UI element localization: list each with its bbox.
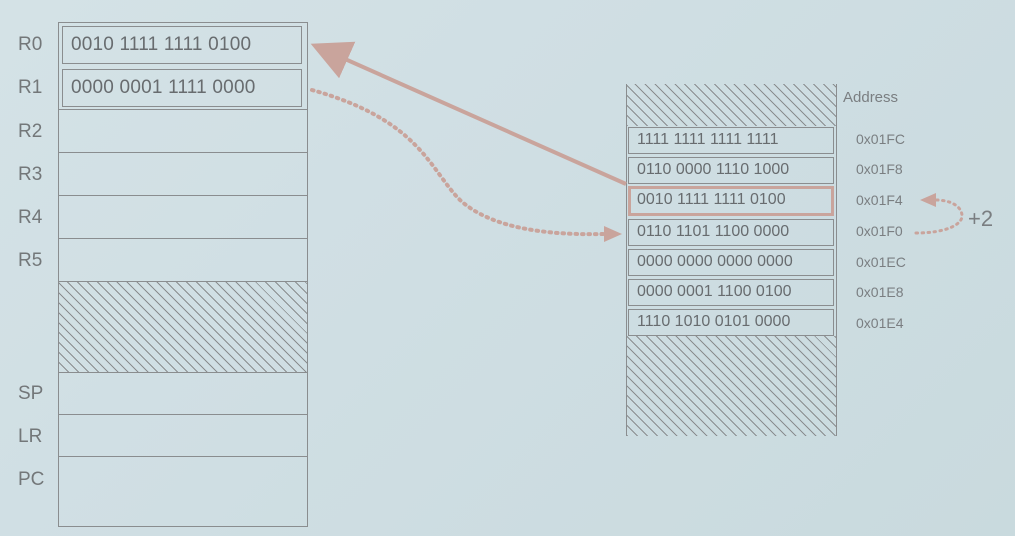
memory-column (626, 126, 837, 336)
register-label-lr: LR (18, 426, 43, 447)
increment-arrow-dotted (914, 198, 964, 235)
register-row-divider (58, 22, 308, 110)
register-label-sp: SP (18, 383, 44, 404)
load-arrow (310, 41, 627, 186)
memory-cell-6: 1110 1010 0101 0000 (628, 309, 834, 336)
memory-cell-4: 0000 0000 0000 0000 (628, 249, 834, 276)
register-reserved-hatch (58, 282, 308, 373)
store-arrow-head (604, 226, 622, 242)
memory-bottom-hatch (626, 336, 837, 436)
address-2: 0x01F4 (856, 192, 903, 208)
register-label-r2: R2 (18, 121, 43, 142)
register-label-r1: R1 (18, 77, 43, 98)
memory-top-hatch (626, 84, 837, 126)
increment-label: +2 (968, 206, 994, 231)
increment-arrow-head (920, 193, 936, 207)
address-header: Address (843, 89, 899, 106)
register-r5-cell (58, 239, 308, 282)
memory-cell-0: 1111 1111 1111 1111 (628, 127, 834, 154)
register-label-r5: R5 (18, 250, 43, 271)
address-0: 0x01FC (856, 131, 906, 147)
memory-cell-highlighted: 0010 1111 1111 0100 (628, 186, 834, 216)
address-4: 0x01EC (856, 254, 906, 270)
memory-cell-5: 0000 0001 1100 0100 (628, 279, 834, 306)
address-6: 0x01E4 (856, 315, 904, 331)
register-sp-cell (58, 373, 308, 415)
memory-cell-3: 0110 1101 1100 0000 (628, 219, 834, 246)
register-r3-cell (58, 153, 308, 196)
store-arrow-dotted (310, 88, 606, 237)
register-r0-value: 0010 1111 1111 0100 (62, 26, 302, 64)
register-label-r3: R3 (18, 164, 43, 185)
address-1: 0x01F8 (856, 161, 903, 177)
memory-cell-1: 0110 0000 1110 1000 (628, 157, 834, 184)
register-lr-cell (58, 415, 308, 457)
address-3: 0x01F0 (856, 223, 903, 239)
register-label-r4: R4 (18, 207, 43, 228)
address-5: 0x01E8 (856, 284, 904, 300)
register-r4-cell (58, 196, 308, 239)
register-r2-cell (58, 110, 308, 153)
register-label-r0: R0 (18, 34, 43, 55)
register-r1-value: 0000 0001 1111 0000 (62, 69, 302, 107)
register-label-pc: PC (18, 469, 45, 490)
register-file-frame (58, 22, 308, 527)
